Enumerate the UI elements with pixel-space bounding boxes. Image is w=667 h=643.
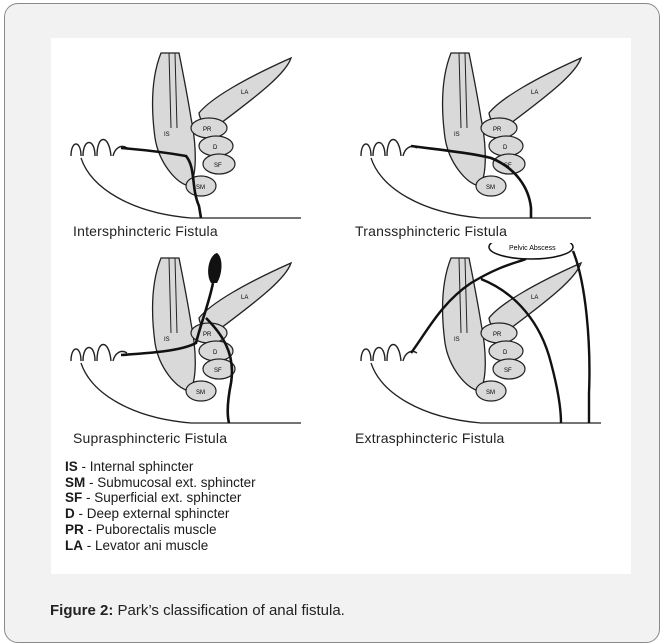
- abscess-blob: [208, 253, 221, 283]
- caption-text: Park’s classification of anal fistula.: [113, 602, 345, 619]
- label-sm: SM: [196, 390, 205, 396]
- figure-caption: Figure 2: Park’s classification of anal …: [50, 602, 345, 619]
- transsphincteric-drawing: IS LA PR D SF SM: [341, 38, 631, 243]
- internal-sphincter-shape: [153, 53, 196, 186]
- legend-item: SM - Submucosal ext. sphincter: [65, 475, 256, 491]
- panel-intersphincteric: IS LA PR D SF SM Intersphincteric Fistul…: [51, 38, 341, 243]
- panel-transsphincteric: IS LA PR D SF SM Transsphincteric Fistul…: [341, 38, 631, 243]
- label-la: LA: [531, 295, 538, 301]
- panel-title-transsphincteric: Transsphincteric Fistula: [355, 223, 507, 239]
- fistula-diagram: IS LA PR D SF SM Intersphincteric Fistul…: [51, 38, 631, 574]
- label-is: IS: [454, 132, 460, 138]
- panel-title-extrasphincteric: Extrasphincteric Fistula: [355, 430, 505, 446]
- label-is: IS: [454, 337, 460, 343]
- suprasphincteric-drawing: IS LA PR D SF SM: [51, 243, 341, 448]
- mucosa-folds: [71, 140, 127, 157]
- label-pr: PR: [493, 332, 502, 338]
- label-la: LA: [241, 90, 248, 96]
- label-sf: SF: [214, 163, 222, 169]
- panel-title-intersphincteric: Intersphincteric Fistula: [73, 223, 218, 239]
- label-pr: PR: [203, 332, 212, 338]
- label-pr: PR: [203, 127, 212, 133]
- extrasphincteric-drawing: IS LA PR D SF SM Pelvic Abscess: [341, 243, 631, 448]
- label-d: D: [213, 350, 218, 356]
- pelvic-abscess-label: Pelvic Abscess: [509, 245, 556, 252]
- label-d: D: [213, 145, 218, 151]
- panel-extrasphincteric: IS LA PR D SF SM Pelvic Abscess Extrasph…: [341, 243, 631, 448]
- label-sf: SF: [504, 368, 512, 374]
- label-d: D: [503, 350, 508, 356]
- legend-item: SF - Superficial ext. sphincter: [65, 490, 256, 506]
- panel-title-suprasphincteric: Suprasphincteric Fistula: [73, 430, 227, 446]
- abbreviation-legend: IS - Internal sphincter SM - Submucosal …: [65, 459, 256, 553]
- legend-item: PR - Puborectalis muscle: [65, 522, 256, 538]
- label-sf: SF: [214, 368, 222, 374]
- label-is: IS: [164, 337, 170, 343]
- label-pr: PR: [493, 127, 502, 133]
- label-la: LA: [241, 295, 248, 301]
- legend-item: IS - Internal sphincter: [65, 459, 256, 475]
- figure-card: IS LA PR D SF SM Intersphincteric Fistul…: [4, 3, 660, 643]
- label-la: LA: [531, 90, 538, 96]
- legend-item: D - Deep external sphincter: [65, 506, 256, 522]
- label-sm: SM: [486, 185, 495, 191]
- label-sm: SM: [196, 185, 205, 191]
- label-sm: SM: [486, 390, 495, 396]
- label-is: IS: [164, 132, 170, 138]
- label-d: D: [503, 145, 508, 151]
- panel-suprasphincteric: IS LA PR D SF SM Suprasphincteric Fistul…: [51, 243, 341, 448]
- caption-label: Figure 2:: [50, 602, 113, 619]
- intersphincteric-drawing: IS LA PR D SF SM: [51, 38, 341, 243]
- legend-item: LA - Levator ani muscle: [65, 538, 256, 554]
- fistula-tract-right: [573, 251, 589, 423]
